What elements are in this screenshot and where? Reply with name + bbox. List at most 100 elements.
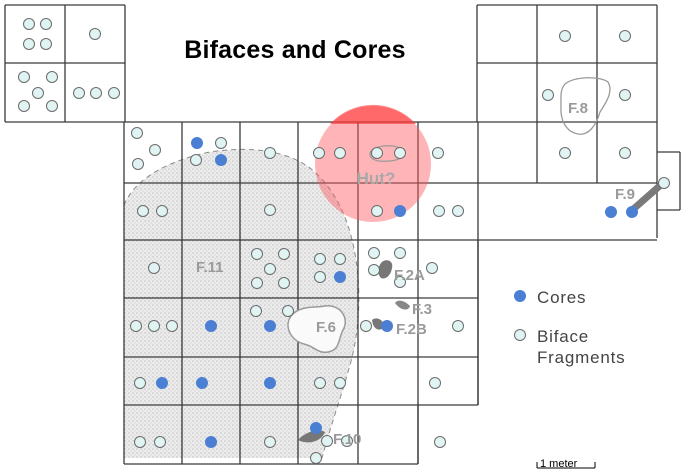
biface-dot [264,204,276,216]
core-dot [156,377,168,389]
biface-dot [314,253,326,265]
stippled-area [123,148,360,459]
hut-label: Hut? [357,169,396,188]
biface-dot [310,452,322,464]
biface-dot [426,262,438,274]
biface-dot [148,320,160,332]
biface-dot [190,154,202,166]
biface-dot [278,248,290,260]
core-dot [394,205,406,217]
feature-2a-shape [378,260,393,279]
feature-label-f3: F.3 [412,301,432,318]
scale-label: 1 meter [540,458,578,470]
biface-dot [368,264,380,276]
feature-label-f6: F.6 [316,319,336,336]
core-dot [264,320,276,332]
biface-dot [137,205,149,217]
feature-6-outline [287,305,346,354]
core-dot [334,271,346,283]
biface-dot [250,305,262,317]
biface-dot [394,247,406,259]
biface-dot [264,263,276,275]
feature-label-f8: F.8 [568,100,588,117]
biface-dot [432,147,444,159]
biface-dot [251,277,263,289]
core-dot [196,377,208,389]
biface-dot [32,87,44,99]
biface-dot [215,137,227,149]
legend-biface-label: Biface Fragments [537,327,626,367]
biface-dot [334,147,346,159]
biface-dot [559,30,571,42]
biface-dot [433,205,445,217]
biface-dot [46,71,58,83]
biface-dot [619,30,631,42]
legend-biface: Biface Fragments [514,326,625,368]
biface-dot [452,320,464,332]
biface-dot [341,435,353,447]
biface-dot [434,436,446,448]
biface-dot [90,87,102,99]
artifact-dots [18,18,670,464]
core-dot [205,320,217,332]
biface-dot [452,205,464,217]
biface-dot [130,320,142,332]
feature-2b-shape [372,318,384,330]
feature-label-f9: F.9 [615,186,635,203]
core-dot [381,320,393,332]
biface-dot [394,276,406,288]
biface-dot [23,18,35,30]
core-dot [205,436,217,448]
biface-dot [314,377,326,389]
biface-dot [40,38,52,50]
core-dot [191,137,203,149]
excavation-grid [4,4,681,465]
biface-dot [619,147,631,159]
feature-label-f2a: F.2A [394,267,425,284]
biface-dot [18,71,30,83]
biface-dot [321,435,333,447]
core-dot [264,377,276,389]
biface-dot [394,147,406,159]
biface-dot [251,248,263,260]
biface-dot [264,147,276,159]
biface-dot [282,305,294,317]
core-legend-icon [514,290,526,302]
biface-dot [264,436,276,448]
biface-dot [368,247,380,259]
biface-dot [371,147,383,159]
biface-dot [371,205,383,217]
biface-dot [334,377,346,389]
biface-dot [149,144,161,156]
biface-dot [134,377,146,389]
biface-dot [108,87,120,99]
biface-dot [134,436,146,448]
biface-dot [166,320,178,332]
biface-dot [278,277,290,289]
feature-hut-outline [369,145,405,162]
biface-dot [148,262,160,274]
scale-bar [536,462,596,469]
biface-dot [154,436,166,448]
biface-dot [334,253,346,265]
core-dot [626,206,638,218]
biface-dot [73,87,85,99]
core-dot [215,154,227,166]
biface-dot [40,18,52,30]
biface-dot [89,28,101,40]
legend-cores: Cores [514,287,586,308]
core-dot [605,206,617,218]
biface-dot [542,89,554,101]
biface-dot [658,177,670,189]
features-layer [287,77,667,443]
biface-dot [131,127,143,139]
feature-3-shape [395,300,410,310]
hut-highlight-circle [315,106,431,222]
feature-label-f11: F.11 [196,259,224,276]
feature-label-f10: F.10 [333,431,361,448]
biface-dot [132,158,144,170]
biface-dot [360,320,372,332]
biface-dot [18,100,30,112]
